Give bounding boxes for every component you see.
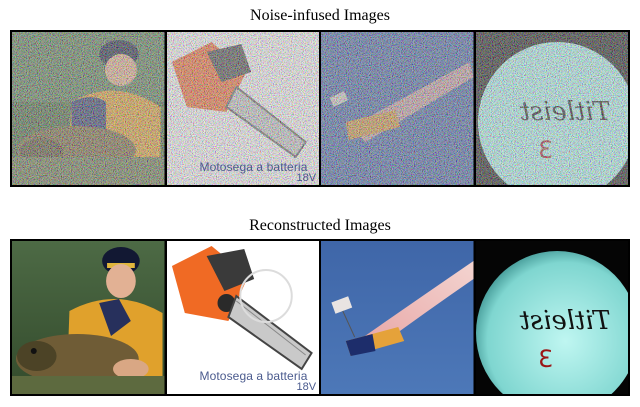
noisy-image-golf-ball: Titleist 3: [473, 32, 628, 185]
fisherman-picture: [12, 32, 165, 185]
fisherman-picture: [12, 241, 165, 394]
skydiver-picture: [321, 32, 474, 185]
noisy-image-skydiver: [319, 32, 474, 185]
golf-ball-picture: Titleist 3: [475, 241, 628, 394]
chainsaw-caption: Motosega a batteria: [199, 369, 308, 383]
reconstructed-image-golf-ball: Titleist 3: [473, 241, 628, 394]
skydiver-picture: [321, 241, 474, 394]
svg-text:Titleist: Titleist: [519, 97, 611, 127]
noisy-image-chainsaw: Motosega a batteria 18V: [164, 32, 319, 185]
svg-text:Titleist: Titleist: [519, 306, 611, 336]
reconstructed-image-skydiver: [319, 241, 474, 394]
golf-ball-picture: Titleist 3: [475, 32, 628, 185]
svg-text:3: 3: [538, 136, 553, 164]
chainsaw-voltage: 18V: [296, 381, 317, 393]
reconstructed-image-chainsaw: Motosega a batteria 18V: [164, 241, 319, 394]
noise-infused-title: Noise-infused Images: [250, 7, 390, 24]
noise-infused-image-row: Motosega a batteria 18V Titleist 3: [10, 30, 630, 187]
reconstructed-title: Reconstructed Images: [249, 217, 391, 234]
noisy-image-fisherman: [12, 32, 165, 185]
reconstructed-image-fisherman: [12, 241, 165, 394]
reconstructed-image-row: Motosega a batteria 18V: [10, 239, 630, 396]
chainsaw-picture: [166, 241, 319, 394]
chainsaw-voltage: 18V: [296, 172, 317, 184]
svg-text:3: 3: [538, 345, 553, 373]
chainsaw-caption: Motosega a batteria: [199, 160, 308, 174]
